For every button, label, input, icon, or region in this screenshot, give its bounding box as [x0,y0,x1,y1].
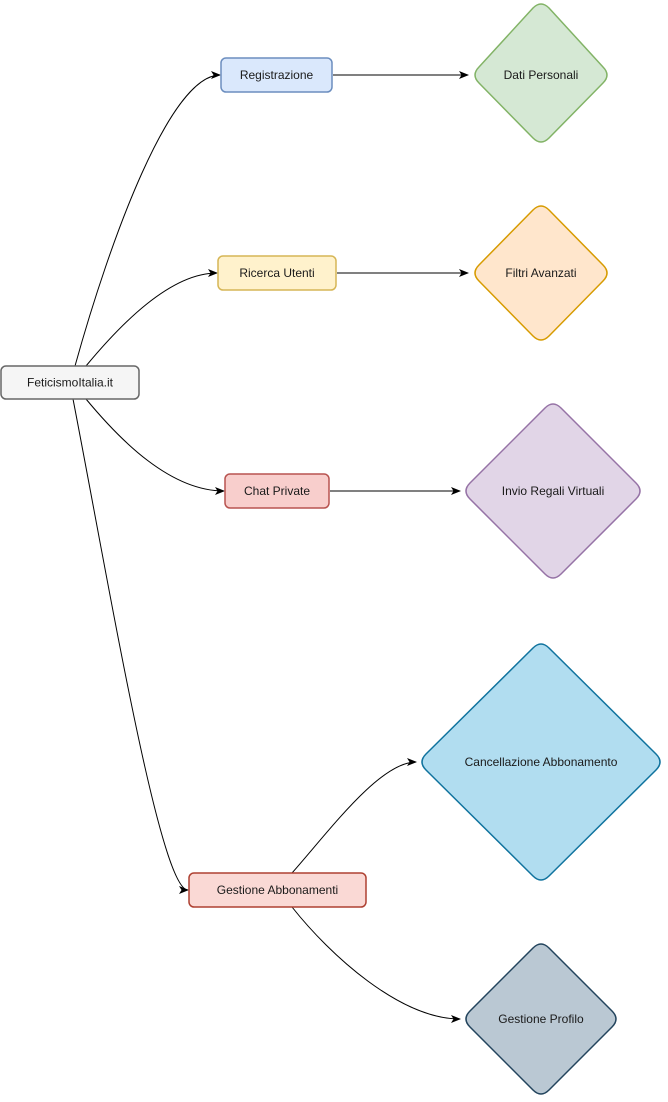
node-dati-personali[interactable]: Dati Personali [474,3,608,143]
node-gestione-abbonamenti[interactable]: Gestione Abbonamenti [188,872,367,908]
node-ricerca-utenti[interactable]: Ricerca Utenti [217,255,337,291]
node-chat-private[interactable]: Chat Private [224,473,330,509]
node-regali-label: Invio Regali Virtuali [502,484,605,498]
node-filtri-label: Filtri Avanzati [505,266,576,280]
edge-root-registrazione [74,71,221,367]
node-filtri-avanzati[interactable]: Filtri Avanzati [474,205,608,341]
node-gestione-abb-label: Gestione Abbonamenti [217,883,338,897]
node-cancellazione-shape [421,643,661,881]
edge-root-gestione [72,398,189,894]
node-dati-label: Dati Personali [504,68,579,82]
edge-gestione-profilo [291,906,461,1023]
node-cancellazione-abbonamento[interactable]: Cancellazione Abbonamento [421,643,661,881]
node-root[interactable]: FeticismoItalia.it [0,365,140,400]
node-regali-shape [465,403,641,579]
edge-root-ricerca [85,269,218,367]
node-filtri-shape [474,205,608,341]
node-registrazione-label: Registrazione [240,68,314,82]
node-registrazione-shape [220,57,333,93]
edges [72,71,469,1023]
edge-root-chat [85,398,225,495]
node-root-label: FeticismoItalia.it [27,376,114,390]
node-profilo-shape [465,943,617,1095]
node-invio-regali-virtuali[interactable]: Invio Regali Virtuali [465,403,641,579]
node-gestione-abb-shape [188,872,367,908]
node-chat-shape [224,473,330,509]
node-cancellazione-label: Cancellazione Abbonamento [465,755,618,769]
node-registrazione[interactable]: Registrazione [220,57,333,93]
node-dati-shape [474,3,608,143]
node-ricerca-shape [217,255,337,291]
edge-gestione-cancellazione [291,758,417,874]
node-chat-label: Chat Private [244,484,310,498]
node-profilo-label: Gestione Profilo [498,1012,584,1026]
node-ricerca-label: Ricerca Utenti [239,266,314,280]
node-gestione-profilo[interactable]: Gestione Profilo [465,943,617,1095]
node-root-shape [0,365,140,400]
